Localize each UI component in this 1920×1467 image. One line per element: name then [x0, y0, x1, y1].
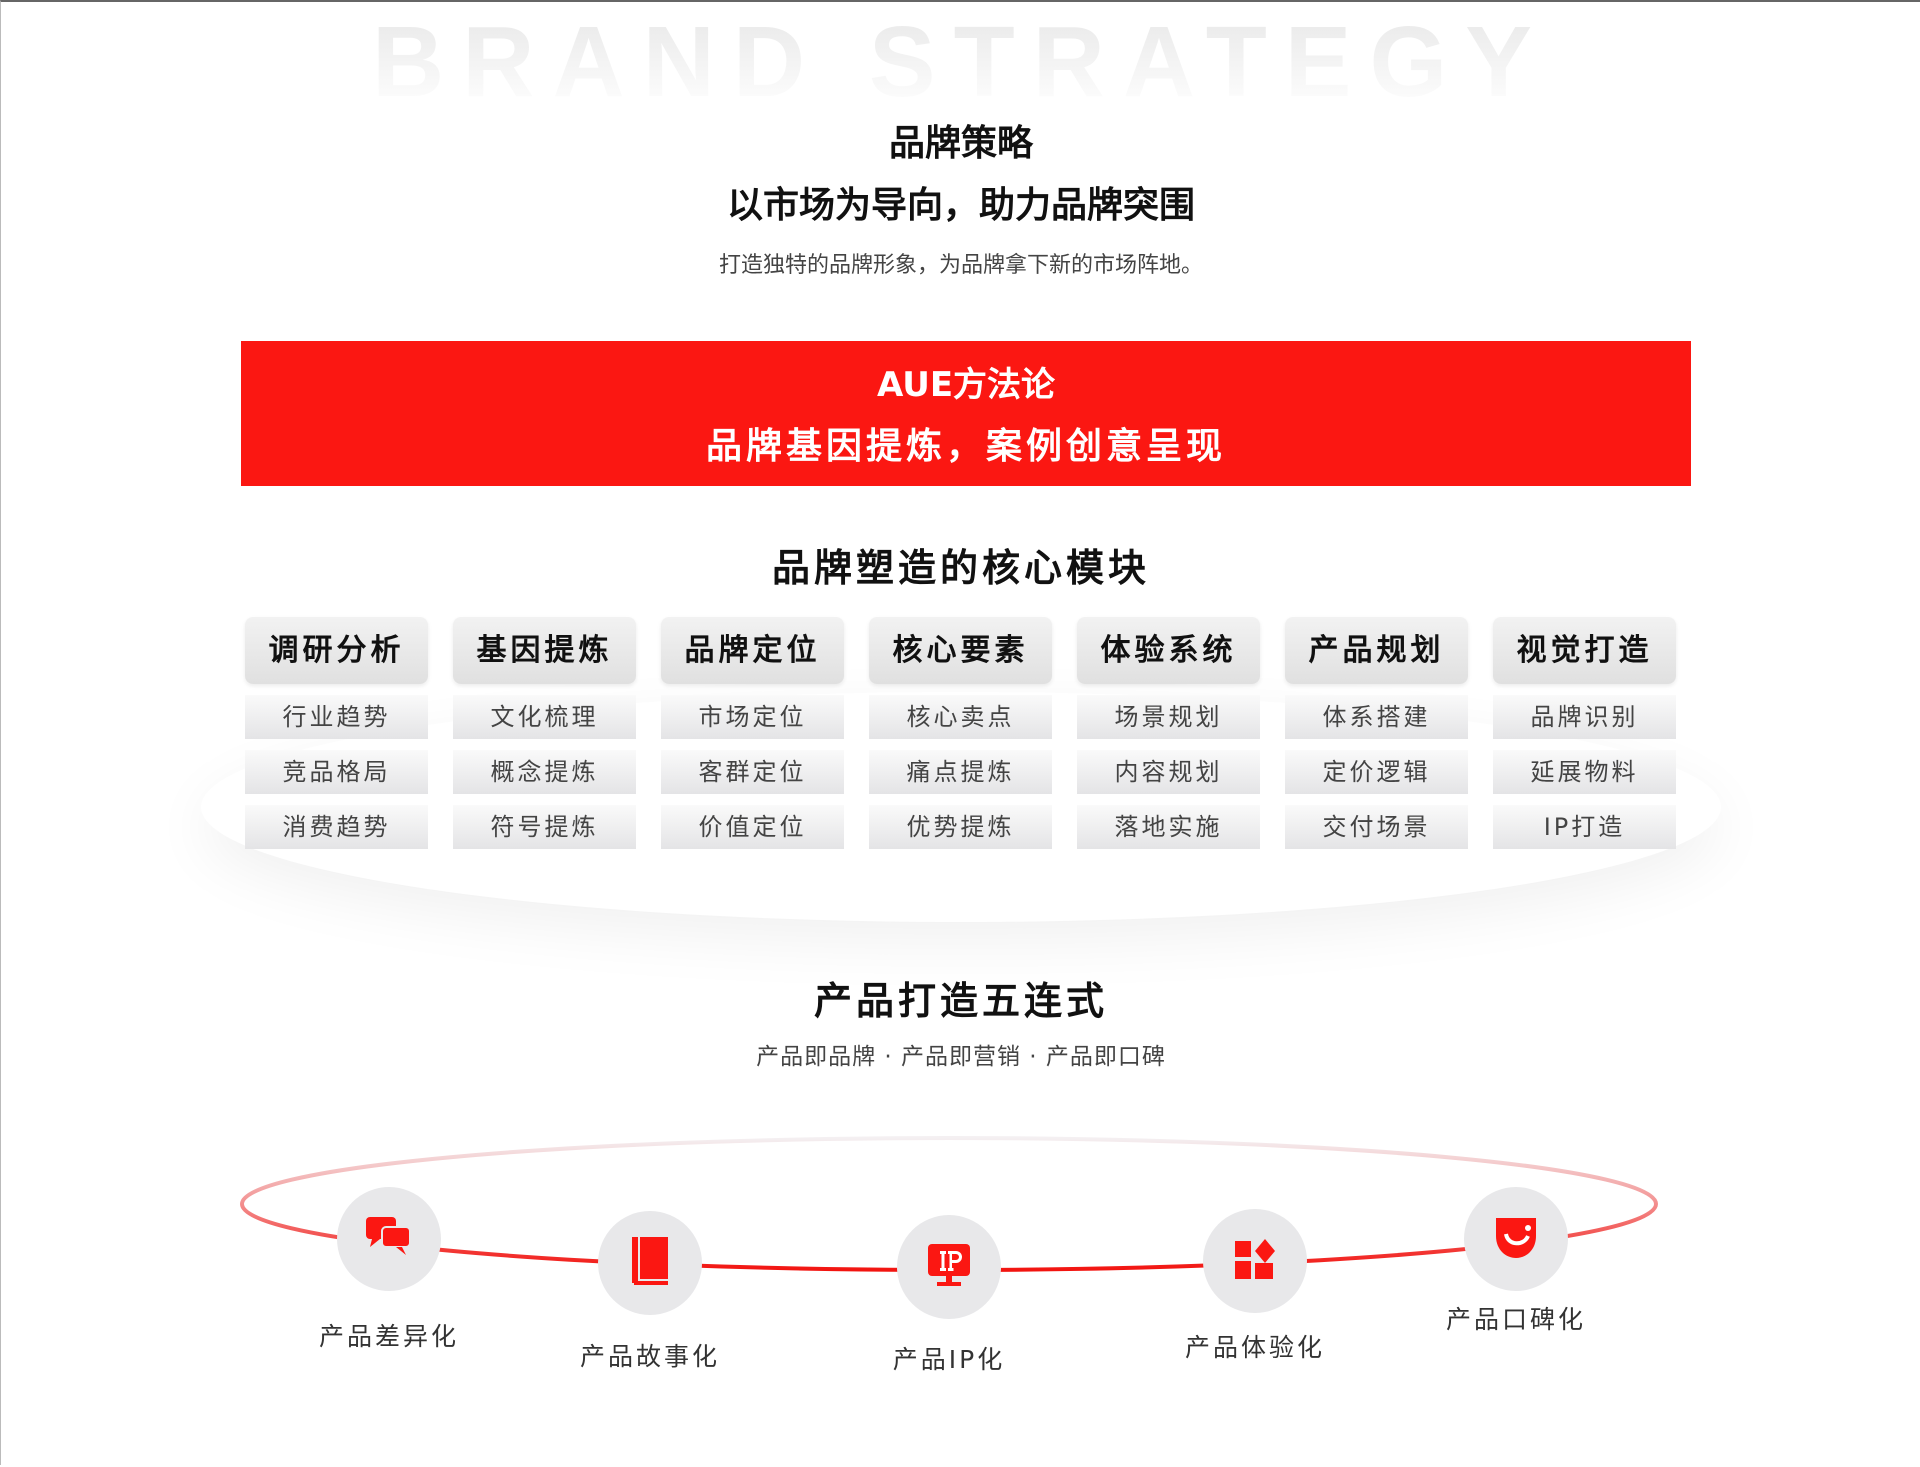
five-title: 产品打造五连式 — [813, 979, 1108, 1023]
module-item: 符号提炼 — [453, 805, 636, 849]
module-item: 内容规划 — [1077, 750, 1260, 794]
module-column: 核心要素核心卖点痛点提炼优势提炼 — [869, 617, 1052, 849]
module-header: 基因提炼 — [453, 617, 636, 684]
description: 打造独特的品牌形象，为品牌拿下新的市场阵地。 — [718, 253, 1203, 278]
module-item: 落地实施 — [1077, 805, 1260, 849]
module-item: 核心卖点 — [869, 695, 1052, 739]
module-item: 延展物料 — [1493, 750, 1676, 794]
five-subtitle: 产品即品牌 · 产品即营销 · 产品即口碑 — [756, 1044, 1166, 1070]
module-item: 品牌识别 — [1493, 695, 1676, 739]
module-item: 竞品格局 — [245, 750, 428, 794]
step-label: 产品差异化 — [318, 1322, 459, 1351]
headline: 以市场为导向，助力品牌突围 — [726, 185, 1195, 226]
module-column: 体验系统场景规划内容规划落地实施 — [1077, 617, 1260, 849]
blocks-icon — [1233, 1237, 1277, 1285]
module-item: 文化梳理 — [453, 695, 636, 739]
module-item: 体系搭建 — [1285, 695, 1468, 739]
module-item: 市场定位 — [661, 695, 844, 739]
step-node — [337, 1187, 441, 1291]
module-item: 概念提炼 — [453, 750, 636, 794]
step-node — [897, 1215, 1001, 1319]
module-column: 基因提炼文化梳理概念提炼符号提炼 — [453, 617, 636, 849]
module-item: 优势提炼 — [869, 805, 1052, 849]
module-column: 调研分析行业趋势竞品格局消费趋势 — [245, 617, 428, 849]
module-header: 核心要素 — [869, 617, 1052, 684]
module-column: 产品规划体系搭建定价逻辑交付场景 — [1285, 617, 1468, 849]
step-label: 产品故事化 — [579, 1342, 720, 1371]
module-column: 视觉打造品牌识别延展物料 IP打造 — [1493, 617, 1676, 849]
module-item: 定价逻辑 — [1285, 750, 1468, 794]
step-node — [1464, 1187, 1568, 1291]
chat-bubbles-icon — [364, 1215, 414, 1263]
watermark-text: BRAND STRATEGY — [1, 10, 1920, 114]
module-header: 调研分析 — [245, 617, 428, 684]
step-node — [598, 1211, 702, 1315]
banner-title: AUE方法论 — [876, 365, 1056, 405]
module-column: 品牌定位市场定位客群定位价值定位 — [661, 617, 844, 849]
module-header: 视觉打造 — [1493, 617, 1676, 684]
module-item: 行业趋势 — [245, 695, 428, 739]
module-item: 交付场景 — [1285, 805, 1468, 849]
step-label: 产品IP化 — [892, 1345, 1006, 1374]
step-label: 产品口碑化 — [1445, 1305, 1586, 1334]
methodology-banner: AUE方法论 品牌基因提炼，案例创意呈现 — [241, 341, 1691, 486]
module-item: IP打造 — [1493, 805, 1676, 849]
module-item: 价值定位 — [661, 805, 844, 849]
module-header: 品牌定位 — [661, 617, 844, 684]
banner-subtitle: 品牌基因提炼，案例创意呈现 — [705, 426, 1226, 467]
module-item: 场景规划 — [1077, 695, 1260, 739]
book-icon — [628, 1235, 672, 1291]
ip-monitor-icon — [925, 1241, 973, 1293]
section-title: 品牌策略 — [888, 123, 1033, 164]
smile-shield-icon — [1492, 1214, 1540, 1264]
module-header: 体验系统 — [1077, 617, 1260, 684]
step-label: 产品体验化 — [1184, 1333, 1325, 1362]
modules-title: 品牌塑造的核心模块 — [771, 546, 1150, 590]
module-header: 产品规划 — [1285, 617, 1468, 684]
step-node — [1203, 1209, 1307, 1313]
module-item: 客群定位 — [661, 750, 844, 794]
module-item: 消费趋势 — [245, 805, 428, 849]
module-item: 痛点提炼 — [869, 750, 1052, 794]
